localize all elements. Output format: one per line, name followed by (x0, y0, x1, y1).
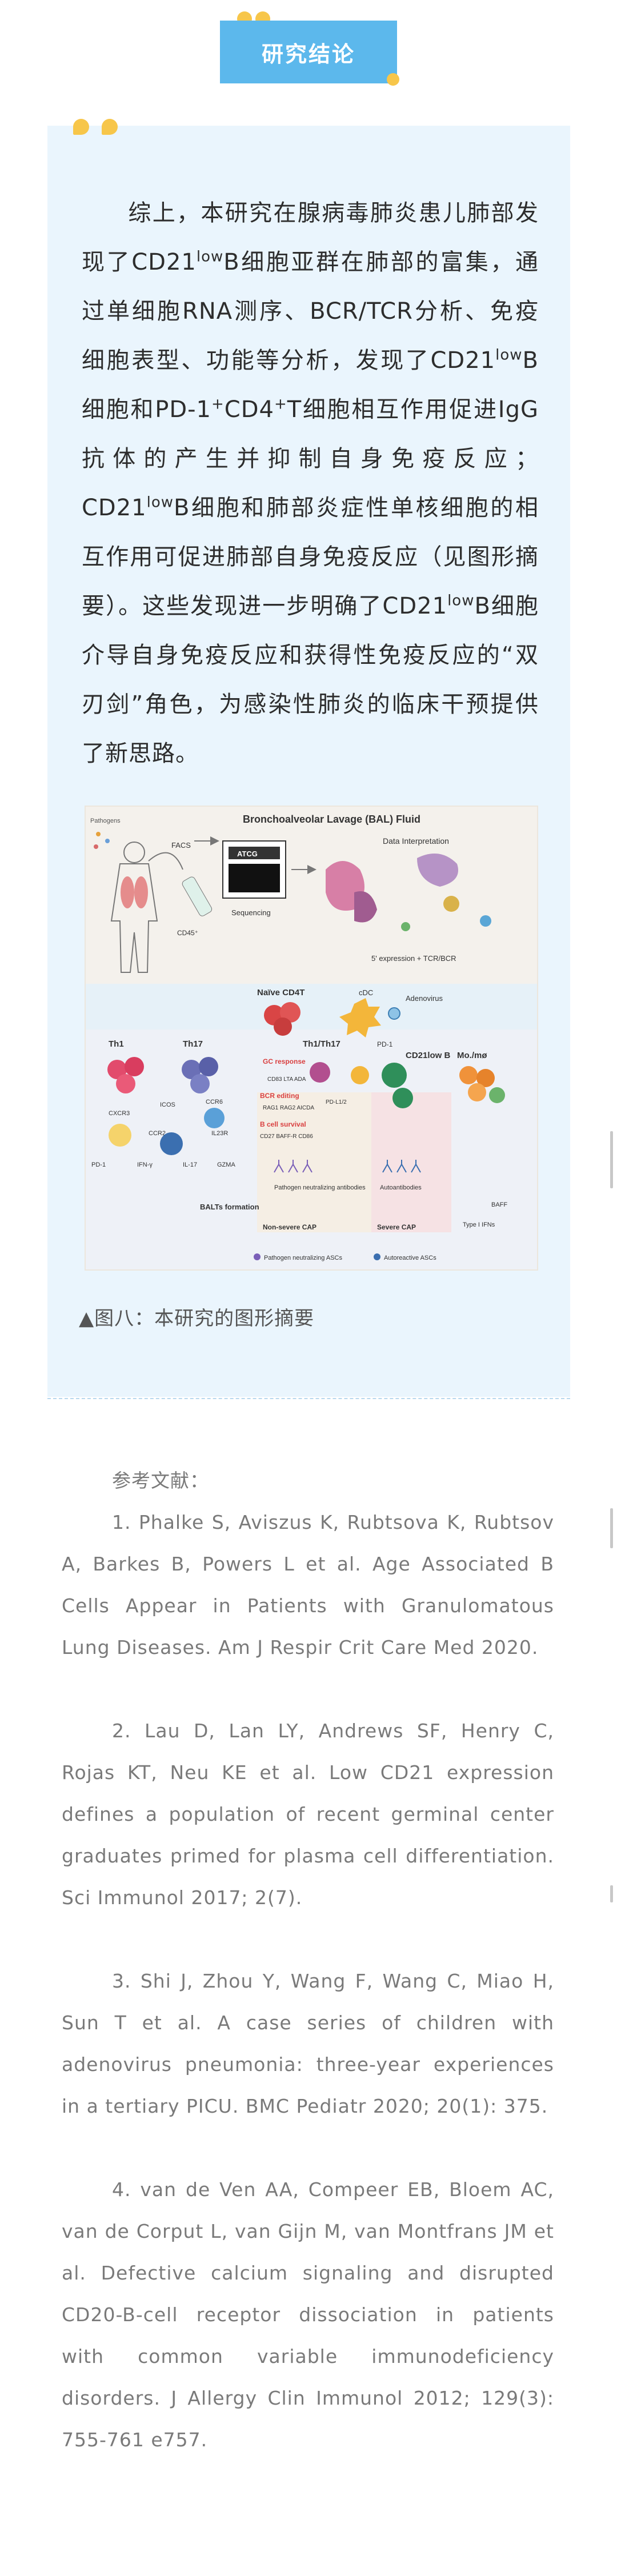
effector-cells (109, 1108, 225, 1155)
virus-icon (388, 1007, 400, 1020)
reference-item: 3. Shi J, Zhou Y, Wang F, Wang C, Miao H… (62, 1970, 554, 2117)
reference-item: 2. Lau D, Lan LY, Andrews SF, Henry C, R… (62, 1720, 554, 1909)
references-heading: 参考文献： (112, 1469, 209, 1492)
pd1-label: PD-1 (377, 1040, 393, 1048)
reference-item: 1. Phalke S, Aviszus K, Rubtsova K, Rubt… (62, 1511, 554, 1658)
th17-cells (182, 1057, 218, 1093)
gzma-label: GZMA (217, 1161, 235, 1168)
scrollbar-thumb[interactable] (610, 1885, 613, 1902)
summary-text: CD4 (224, 396, 274, 423)
naive-cd4t-cells (264, 1002, 301, 1036)
umap-plot-icon (326, 854, 491, 931)
summary-text: B细胞介导自身免疫反应和获得性免疫反应的“双刃剑”角色，为感染性肺炎的临床干预提… (82, 593, 539, 767)
bcr-genes: RAG1 RAG2 AICDA (263, 1105, 314, 1111)
cxcr3-label: CXCR3 (109, 1110, 130, 1117)
legend-auto-swatch (374, 1253, 380, 1260)
decor-dot-icon (387, 73, 399, 86)
b-cell-survival-label: B cell survival (260, 1120, 306, 1128)
superscript: low (447, 592, 475, 610)
section-divider (47, 1398, 570, 1399)
type1-ifns-label: Type I IFNs (463, 1221, 495, 1228)
non-severe-label: Non-severe CAP (263, 1223, 316, 1231)
conclusion-panel: 综上，本研究在腺病毒肺炎患儿肺部发现了CD21lowB细胞亚群在肺部的富集，通过… (47, 126, 570, 1397)
superscript: low (146, 494, 174, 511)
gc-genes: CD83 LTA ADA (267, 1076, 306, 1083)
ifng-label: IFN-γ (137, 1161, 153, 1168)
figure-caption: ▲图八：本研究的图形摘要 (79, 1307, 315, 1330)
sequencing-label: Sequencing (231, 908, 271, 917)
adenovirus-label: Adenovirus (406, 994, 443, 1003)
th1-th17-cells (310, 1062, 369, 1084)
dendritic-cell-icon (339, 998, 381, 1037)
balts-label: BALTs formation (200, 1203, 259, 1211)
superscript: + (274, 395, 287, 413)
sequencing-icon: ATCG (222, 840, 286, 899)
pdl-label: PD-L1/2 (326, 1099, 347, 1105)
references-section: 参考文献： 1. Phalke S, Aviszus K, Rubtsova K… (62, 1460, 554, 2502)
th1-th17-label: Th1/Th17 (303, 1039, 340, 1049)
mono-macrophage-label: Mo./mø (457, 1051, 487, 1060)
reference-item: 4. van de Ven AA, Compeer EB, Bloem AC, … (62, 2178, 554, 2451)
th1-label: Th1 (109, 1039, 124, 1049)
gc-response-label: GC response (263, 1057, 306, 1065)
expression-label: 5' expression + TCR/BCR (371, 954, 456, 963)
monocyte-cells (459, 1066, 505, 1103)
severe-label: Severe CAP (377, 1223, 416, 1231)
ccr6-label: CCR6 (206, 1099, 223, 1105)
section-title-badge: 研究结论 (220, 11, 399, 86)
tube-icon (182, 876, 213, 916)
summary-text: 综上，本研究在腺病毒肺炎患儿肺部发现了CD21 (82, 200, 539, 275)
summary-text: B细胞和肺部炎症性单核细胞的相互作用可促进肺部自身免疫反应（见图形摘要）。这些发… (82, 495, 539, 619)
autoantibodies-label: Autoantibodies (380, 1184, 422, 1191)
superscript: low (196, 248, 224, 266)
legend-auto-label: Autoreactive ASCs (384, 1255, 436, 1261)
data-interpretation-label: Data Interpretation (383, 836, 449, 846)
legend-pathogen-label: Pathogen neutralizing ASCs (264, 1255, 342, 1261)
human-lung-icon (110, 842, 158, 973)
pathogen-antibodies-label: Pathogen neutralizing antibodies (274, 1184, 366, 1191)
pd1-left-label: PD-1 (91, 1161, 106, 1168)
scrollbar-thumb[interactable] (610, 1508, 613, 1548)
summary-text: B细胞和PD-1 (82, 347, 539, 423)
baff-label: BAFF (491, 1201, 507, 1208)
scrollbar-thumb[interactable] (610, 1131, 613, 1188)
cd21-low-b-cell (382, 1063, 413, 1108)
section-title: 研究结论 (220, 21, 397, 83)
legend-pathogen-swatch (254, 1253, 261, 1260)
th17-label: Th17 (183, 1039, 203, 1049)
superscript: + (211, 395, 225, 413)
naive-cd4t-label: Naïve CD4T (257, 988, 305, 997)
antibody-icons (274, 1160, 421, 1173)
graphical-abstract-figure: Bronchoalveolar Lavage (BAL) Fluid Patho… (85, 806, 538, 1271)
il23r-label: IL23R (211, 1130, 228, 1137)
cd21-low-b-label: CD21low B (406, 1051, 451, 1060)
summary-text: T细胞相互作用促进IgG抗体的产生并抑制自身免疫反应；CD21 (82, 396, 539, 521)
atcg-label: ATCG (237, 850, 258, 858)
bcr-editing-label: BCR editing (260, 1092, 299, 1100)
il17-label: IL-17 (183, 1161, 197, 1168)
summary-text: B细胞亚群在肺部的富集，通过单细胞RNA测序、BCR/TCR分析、免疫细胞表型、… (82, 249, 539, 374)
th1-cells (107, 1057, 144, 1093)
summary-paragraph: 综上，本研究在腺病毒肺炎患儿肺部发现了CD21lowB细胞亚群在肺部的富集，通过… (82, 189, 539, 778)
icos-label: ICOS (160, 1101, 175, 1108)
pathogens-label: Pathogens (90, 818, 121, 824)
ccr2-label: CCR2 (149, 1130, 166, 1137)
cdc-label: cDC (359, 988, 373, 997)
figure-title: Bronchoalveolar Lavage (BAL) Fluid (243, 814, 420, 825)
superscript: low (495, 346, 523, 364)
survival-genes: CD27 BAFF-R CD86 (260, 1133, 313, 1140)
cd45-label: CD45⁺ (177, 929, 198, 937)
facs-label: FACS (171, 841, 191, 850)
